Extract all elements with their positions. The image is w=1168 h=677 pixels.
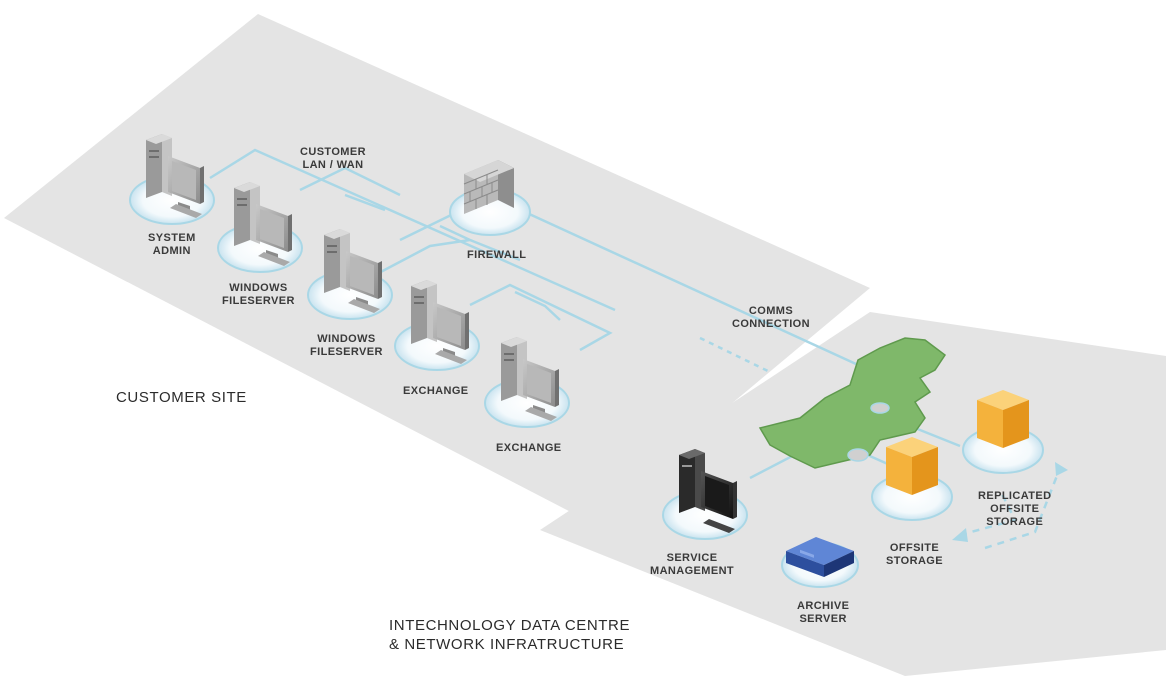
- firewall-icon: [463, 160, 514, 214]
- label-firewall: FIREWALL: [467, 249, 527, 261]
- replication-arrows: [959, 467, 1062, 550]
- comms-dashed-link: [699, 336, 771, 374]
- label-system-admin: SYSTEM ADMIN: [148, 232, 196, 257]
- customer-site-platform: [4, 14, 870, 522]
- service-management-computer-icon: [679, 449, 737, 533]
- label-windows-fileserver-1: WINDOWS FILESERVER: [222, 282, 295, 307]
- label-replicated-offsite-storage: REPLICATED OFFSITE STORAGE: [978, 490, 1052, 528]
- arrow-head-1: [952, 528, 968, 542]
- label-service-management: SERVICE MANAGEMENT: [650, 552, 735, 577]
- label-exchange-2: EXCHANGE: [496, 442, 562, 454]
- archive-server-icon: [786, 537, 854, 577]
- offsite-storage-icon: [886, 437, 938, 495]
- customer-site-title: CUSTOMER SITE: [116, 389, 247, 406]
- label-windows-fileserver-2: WINDOWS FILESERVER: [310, 333, 383, 358]
- data-centre-title: INTECHNOLOGY DATA CENTRE & NETWORK INFRA…: [389, 617, 631, 653]
- label-comms-connection: COMMS CONNECTION: [732, 305, 810, 330]
- replicated-offsite-storage-icon: [977, 390, 1029, 448]
- label-offsite-storage: OFFSITE STORAGE: [886, 542, 943, 567]
- label-customer-lan-wan: CUSTOMER LAN / WAN: [300, 146, 366, 171]
- uk-map-icon: [758, 337, 947, 469]
- label-exchange-1: EXCHANGE: [403, 385, 469, 397]
- label-archive-server: ARCHIVE SERVER: [797, 600, 850, 625]
- arrow-head-2: [1055, 462, 1068, 476]
